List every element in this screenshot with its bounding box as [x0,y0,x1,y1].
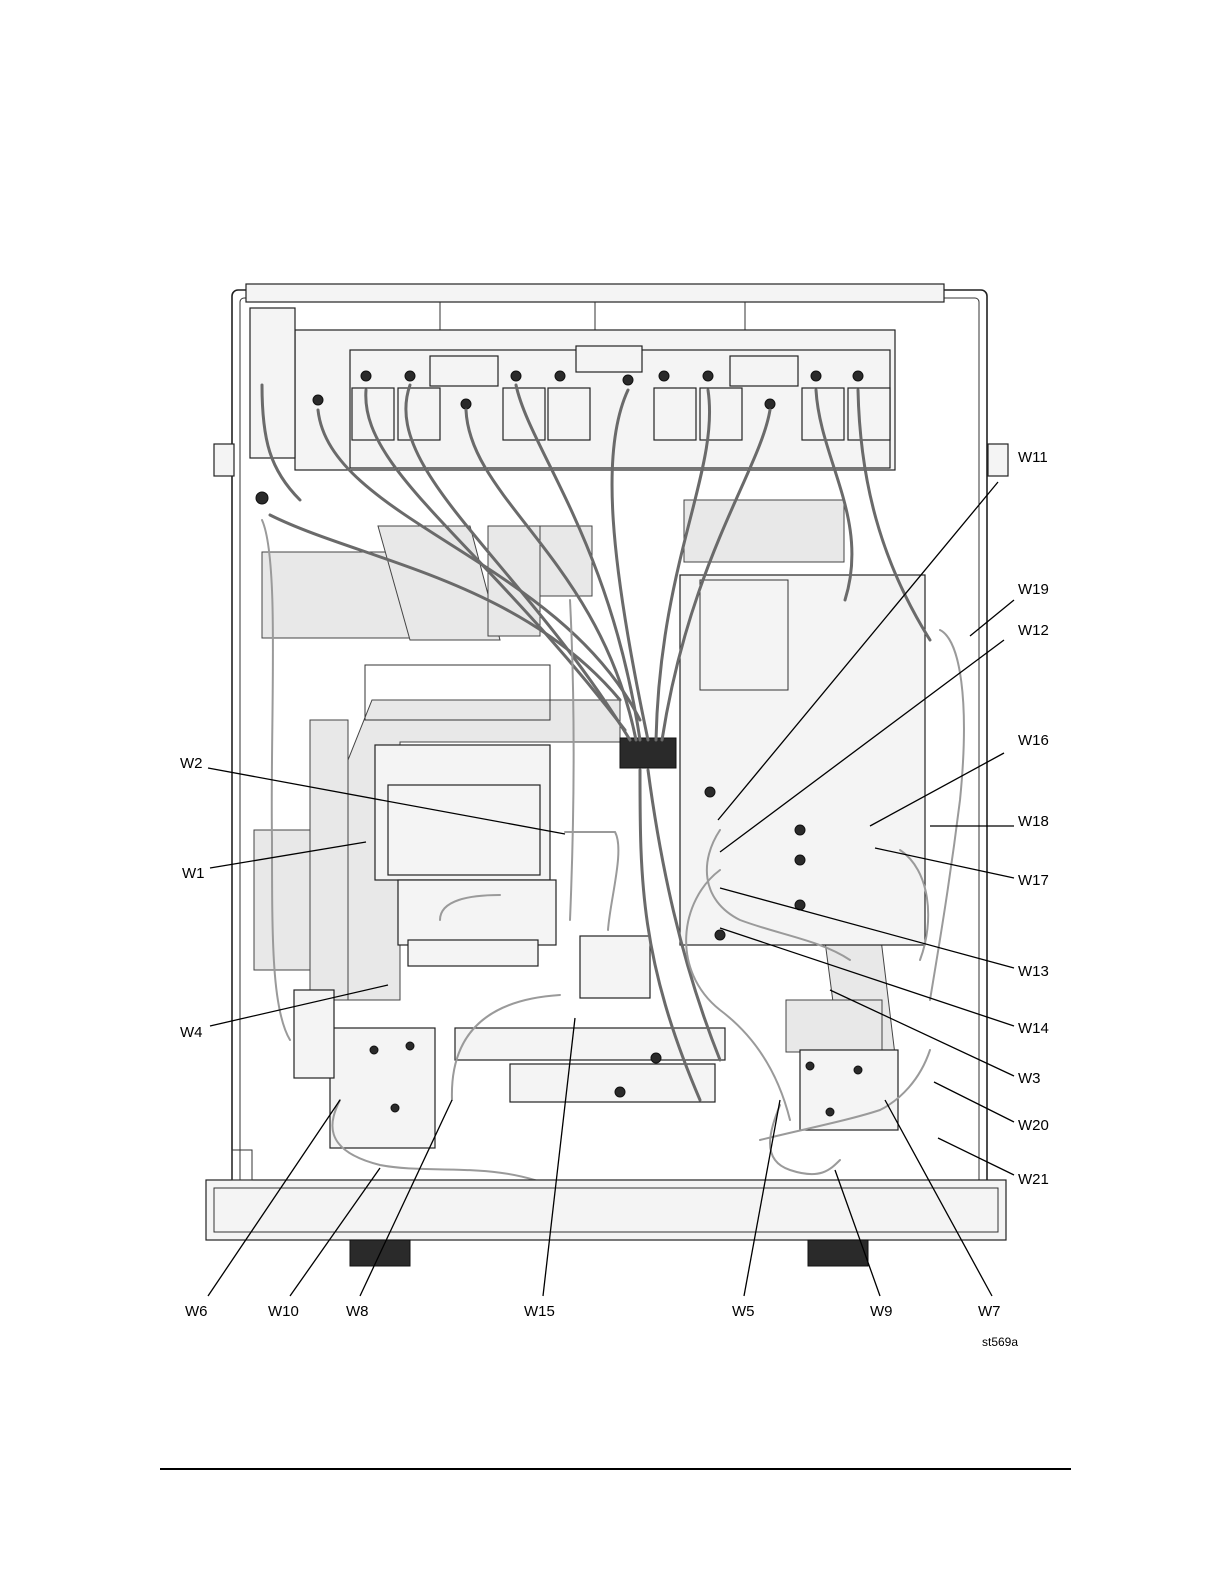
callout-w2: W2 [180,755,203,772]
callout-w11: W11 [1018,449,1048,466]
callout-w6: W6 [185,1303,208,1320]
callout-w5: W5 [732,1303,755,1320]
callout-w12: W12 [1018,622,1049,639]
callout-w4: W4 [180,1024,203,1041]
callout-w17: W17 [1018,872,1049,889]
callout-w13: W13 [1018,963,1049,980]
callout-w14: W14 [1018,1020,1049,1037]
center-assemblies [294,575,925,1148]
callout-w8: W8 [346,1303,369,1320]
callout-w10: W10 [268,1303,299,1320]
callout-w19: W19 [1018,581,1049,598]
figure-id: st569a [982,1335,1018,1349]
callout-w18: W18 [1018,813,1049,830]
callout-w9: W9 [870,1303,893,1320]
callout-w3: W3 [1018,1070,1041,1087]
callout-w21: W21 [1018,1171,1049,1188]
callout-w7: W7 [978,1303,1001,1320]
callout-w16: W16 [1018,732,1049,749]
callout-w1: W1 [182,865,205,882]
chassis-illustration [206,284,1008,1266]
callout-w15: W15 [524,1303,555,1320]
callout-w20: W20 [1018,1117,1049,1134]
